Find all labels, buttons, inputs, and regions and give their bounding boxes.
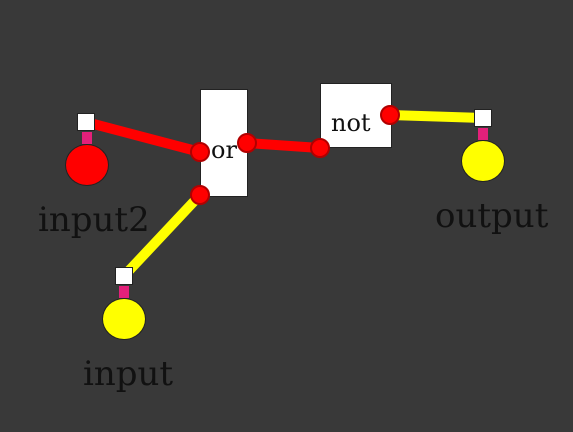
- or-gate-label: or: [211, 136, 237, 164]
- not-output-port[interactable]: [380, 105, 400, 125]
- output-stem: [478, 128, 488, 140]
- input2-label: input2: [38, 200, 150, 240]
- wire-or-to-not[interactable]: [242, 138, 325, 153]
- wire-input-to-or[interactable]: [119, 190, 205, 281]
- input-toggle[interactable]: [102, 298, 146, 340]
- input-label: input: [83, 354, 174, 394]
- input-stem: [119, 286, 129, 298]
- or-input-port-2[interactable]: [190, 185, 210, 205]
- not-gate-label: not: [331, 109, 371, 137]
- input2-stem: [82, 132, 92, 144]
- wire-input2-to-or[interactable]: [81, 117, 205, 157]
- output-label: output: [435, 196, 549, 236]
- or-input-port-1[interactable]: [190, 142, 210, 162]
- input2-toggle[interactable]: [65, 144, 109, 186]
- not-input-port[interactable]: [310, 138, 330, 158]
- output-connector[interactable]: [474, 109, 492, 127]
- output-lamp[interactable]: [461, 140, 505, 182]
- input-connector[interactable]: [115, 267, 133, 285]
- or-output-port[interactable]: [237, 133, 257, 153]
- wire-not-to-output[interactable]: [385, 110, 488, 123]
- input2-connector[interactable]: [77, 113, 95, 131]
